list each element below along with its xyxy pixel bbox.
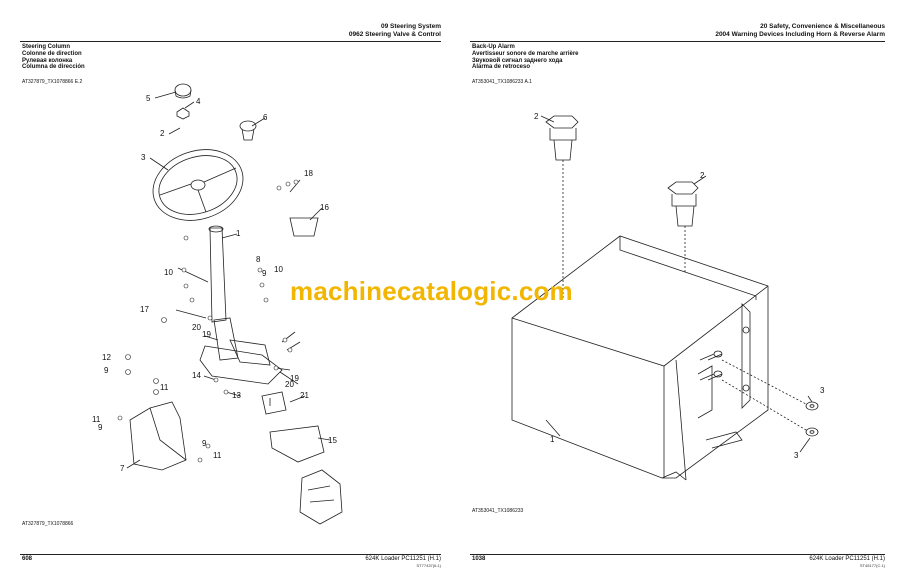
callout-11c: 11 (213, 451, 222, 460)
left-titles: Steering Column Colonne de direction Рул… (22, 44, 85, 71)
callout-3b: 3 (794, 451, 799, 460)
left-header: 09 Steering System 0962 Steering Valve &… (349, 23, 441, 39)
callout-19b: 19 (290, 374, 299, 383)
left-figure-ref: AT327879_TX1078866 (22, 521, 74, 527)
right-model: 624K Loader PC11251 (H.1) (809, 556, 885, 562)
left-header-rule (20, 41, 441, 42)
right-title-en: Back-Up Alarm (472, 44, 515, 50)
callout-3a: 3 (820, 386, 825, 395)
right-titles: Back-Up Alarm Avertisseur sonore de marc… (472, 44, 579, 71)
callout-11a: 11 (92, 415, 101, 424)
callout-2a: 2 (534, 112, 539, 121)
left-ref-code: AT327879_TX1078866 E.2 (22, 79, 83, 85)
callout-6: 6 (263, 113, 268, 122)
callout-21: 21 (300, 391, 309, 400)
right-ref-code: AT353041_TX1086233 A.1 (472, 79, 532, 85)
left-doc-code: ST77437(6.1) (416, 563, 441, 568)
callout-14: 14 (192, 371, 201, 380)
callout-1: 1 (550, 435, 555, 444)
watermark: machinecatalogic.com (290, 276, 573, 306)
right-figure-ref: AT353041_TX1086233 (472, 508, 524, 514)
back-up-alarm-diagram: 1 2 2 3 3 (511, 112, 825, 481)
callout-9a: 9 (262, 269, 267, 278)
callout-3: 3 (141, 153, 146, 162)
callout-2b: 2 (700, 171, 705, 180)
steering-column-diagram: 1 2 3 4 5 6 7 8 9 9 9 9 10 10 11 11 11 1… (92, 83, 343, 525)
callout-9d: 9 (202, 439, 207, 448)
callout-2: 2 (160, 129, 165, 138)
right-header-section: 20 Safety, Convenience & Miscellaneous (760, 23, 885, 30)
callout-10b: 10 (274, 265, 283, 274)
callout-18: 18 (304, 169, 313, 178)
right-header-subsection: 2004 Warning Devices Including Horn & Re… (715, 31, 885, 38)
left-page: 09 Steering System 0962 Steering Valve &… (20, 23, 441, 568)
right-title-ru: Звуковой сигнал заднего хода (472, 57, 563, 64)
right-footer-rule (470, 554, 885, 555)
left-header-section: 09 Steering System (381, 23, 441, 30)
callout-16: 16 (320, 203, 329, 212)
callout-17: 17 (140, 305, 149, 314)
right-doc-code: ST45177(C.1) (859, 563, 885, 568)
callout-11b: 11 (160, 383, 169, 392)
callout-5: 5 (146, 94, 151, 103)
left-header-subsection: 0962 Steering Valve & Control (348, 31, 441, 38)
right-page-number: 1038 (472, 556, 486, 562)
left-title-es: Columna de dirección (22, 64, 85, 71)
left-title-fr: Colonne de direction (22, 50, 82, 57)
callout-10a: 10 (164, 268, 173, 277)
left-footer-rule (20, 554, 441, 555)
callout-7: 7 (120, 464, 125, 473)
left-model: 624K Loader PC11251 (H.1) (365, 556, 441, 562)
right-header: 20 Safety, Convenience & Miscellaneous 2… (715, 23, 885, 39)
callout-4: 4 (196, 97, 201, 106)
right-page: 20 Safety, Convenience & Miscellaneous 2… (450, 0, 900, 582)
callout-12: 12 (102, 353, 111, 362)
left-title-en: Steering Column (22, 44, 71, 50)
callout-20a: 20 (192, 323, 201, 332)
callout-9c: 9 (98, 423, 103, 432)
callout-19a: 19 (202, 330, 211, 339)
right-title-fr: Avertisseur sonore de marche arrière (472, 50, 579, 57)
left-title-ru: Рулевая колонка (22, 57, 73, 64)
right-title-es: Alarma de retroceso (472, 64, 531, 71)
left-page-number: 608 (22, 556, 33, 562)
callout-20b: 20 (285, 380, 294, 389)
callout-1: 1 (236, 229, 241, 238)
right-header-rule (470, 41, 885, 42)
callout-15: 15 (328, 436, 337, 445)
callout-8: 8 (256, 255, 261, 264)
callout-9b: 9 (104, 366, 109, 375)
callout-13: 13 (232, 391, 241, 400)
